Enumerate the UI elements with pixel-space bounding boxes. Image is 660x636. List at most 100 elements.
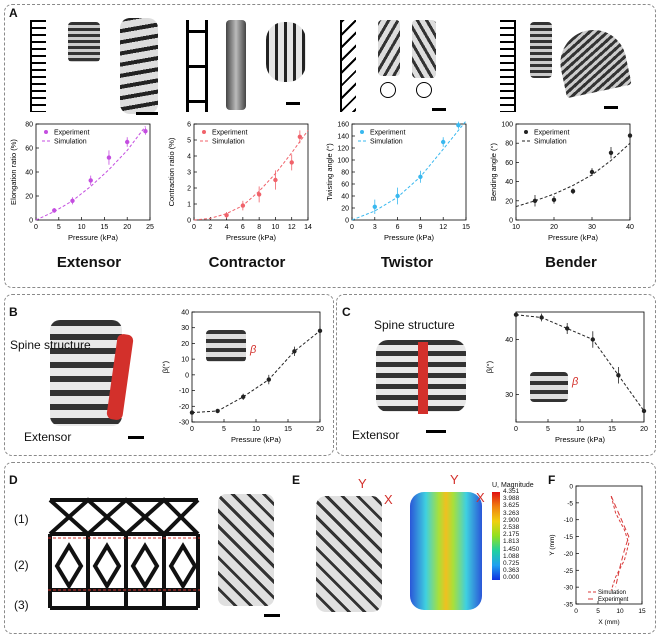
data-point [224,213,229,218]
panel-def [4,462,656,634]
data-point [70,198,75,203]
y-tick-label: 4 [187,154,191,161]
data-point [590,337,595,342]
data-point [240,203,246,208]
simulation-line [515,142,631,208]
twistor-photo-twisted [412,20,436,78]
y-tick-label: 60 [341,182,349,189]
x-tick-label: 10 [616,608,624,615]
x-tick-label: 2 [208,224,212,231]
data-point [418,174,423,179]
bender-photo-rest [530,22,552,78]
colorbar-tick-label: 1.450 [503,545,520,553]
x-tick-label: 12 [288,224,296,231]
x-tick-label: 0 [574,608,578,615]
y-axis-label: β(°) [161,360,170,373]
y-tick-label: 20 [25,194,33,201]
y-tick-label: 80 [341,170,349,177]
y-tick-label: 1 [187,202,191,209]
panel-label-b: B [9,305,18,319]
data-point [241,394,246,400]
y-tick-label: 100 [337,158,349,165]
data-point [539,315,544,320]
data-point [289,160,294,165]
colorbar-tick-label: 3.625 [503,502,520,510]
extensor-schematic [30,20,46,112]
plot-frame [515,123,631,221]
data-point [52,208,57,213]
title-extensor: Extensor [56,254,122,271]
legend-label-experiment: Experiment [598,597,629,603]
y-tick-label: -10 [179,388,189,395]
data-point [189,410,195,415]
panel-label-e: E [292,473,301,487]
legend-label-experiment: Experiment [212,130,247,137]
y-tick-label: -30 [564,585,574,592]
x-tick-label: 10 [576,426,584,433]
data-point [372,204,377,209]
title-contractor: Contractor [208,254,286,271]
y-tick-label: -20 [564,551,574,558]
y-tick-label: 3 [187,170,191,177]
label-region-2: (2) [14,558,29,572]
x-axis-label: Pressure (kPa) [548,233,599,242]
panel-label-f: F [548,473,556,487]
experiment-line [191,330,321,414]
simulation-line [35,126,146,221]
legend-marker-experiment [360,130,364,134]
colorbar-tick-label: 3.988 [503,495,520,503]
y-tick-label: 10 [181,357,189,364]
twistor-schematic [340,20,356,112]
legend-label-experiment: Experiment [54,130,89,137]
lattice-photo-e [316,496,382,612]
legend-label-simulation: Simulation [54,139,87,146]
x-tick-label: 10 [272,224,280,231]
label-region-1: (1) [14,512,29,526]
data-point [395,193,400,199]
y-tick-label: -25 [564,568,574,575]
y-axis-label: Contraction ratio (%) [167,137,176,206]
label-spine-structure-c: Spine structure [374,318,455,332]
y-tick-label: 2 [187,186,191,193]
x-tick-label: 0 [514,426,518,433]
colorbar [492,492,500,580]
y-tick-label: 6 [187,122,191,129]
twist-indicator-icon [416,82,432,98]
colorbar-tick-label: 3.263 [503,509,520,517]
inset-photo-c [530,372,568,402]
extensor-photo-rest [68,22,100,62]
x-tick-label: 30 [588,224,596,231]
y-tick-label: 80 [25,122,33,129]
y-tick-label: -5 [567,500,573,507]
data-point [215,408,220,414]
scale-bar-c [426,430,446,433]
label-axis-y-sim: Y [450,472,459,487]
x-tick-label: 15 [638,608,646,615]
x-tick-label: 0 [34,224,38,231]
legend-label-experiment: Experiment [370,130,405,137]
y-tick-label: 0 [569,484,573,491]
legend-label-simulation: Simulation [598,590,626,596]
data-point [297,134,303,139]
colorbar-tick-label: 4.351 [503,488,520,495]
data-point [627,133,633,138]
simulation-line [351,120,467,221]
legend-marker-experiment [202,130,206,134]
colorbar-title: U, Magnitude [492,482,534,489]
y-tick-label: 60 [505,160,513,167]
x-tick-label: 5 [57,224,61,231]
x-tick-label: 15 [284,426,292,433]
data-point [266,377,271,382]
x-tick-label: 6 [241,224,245,231]
plot-frame [191,311,321,423]
label-region-3: (3) [14,598,29,612]
twistor-photo-rest [378,20,400,76]
data-point [570,189,576,194]
y-tick-label: 80 [505,141,513,148]
panel-c [336,294,656,456]
plot-frame [515,311,645,423]
data-point [256,192,262,197]
x-tick-label: 0 [350,224,354,231]
